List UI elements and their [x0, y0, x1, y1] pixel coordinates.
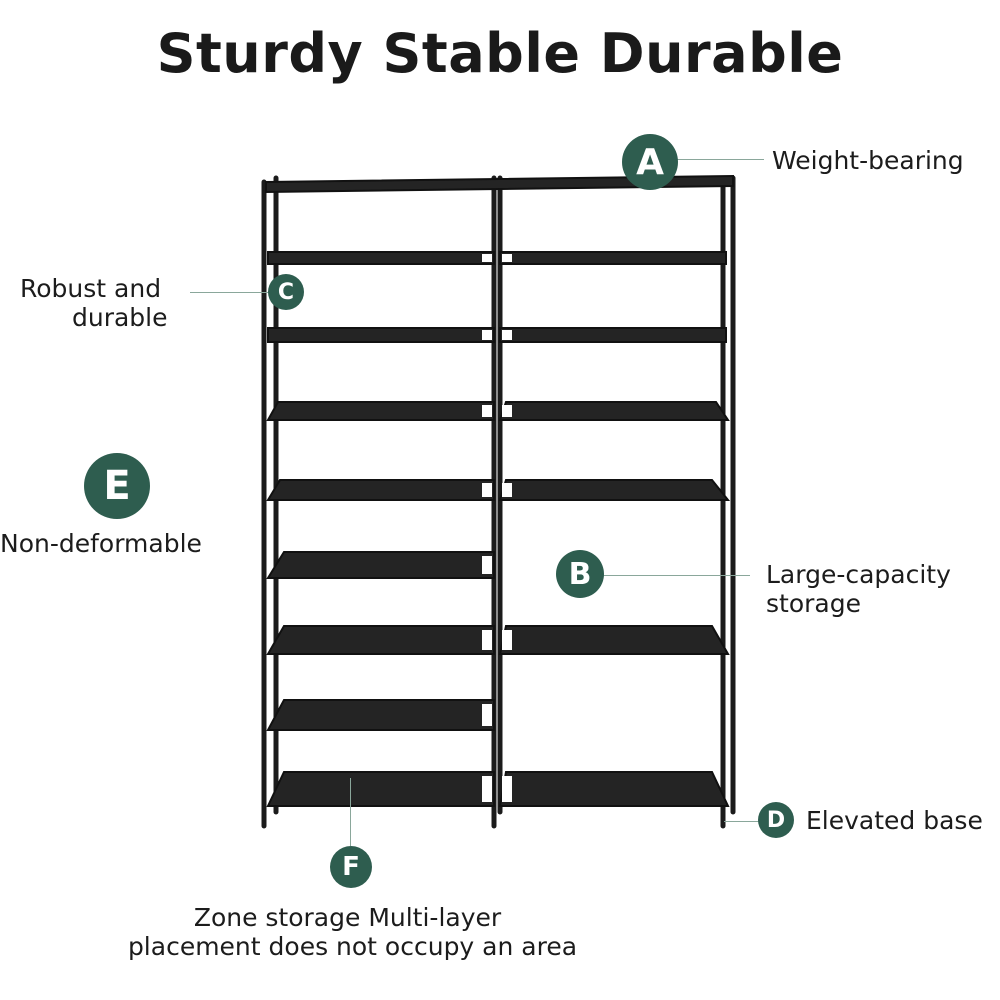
- label-elevated-base: Elevated base: [806, 806, 983, 835]
- label-robust-line2: durable: [72, 303, 168, 332]
- label-large-capacity-line1: Large-capacity: [766, 560, 951, 589]
- rack-shelves: [265, 174, 734, 807]
- label-weight-bearing: Weight-bearing: [772, 146, 964, 175]
- leader-line-d: [724, 821, 764, 822]
- badge-b: B: [556, 550, 604, 598]
- badge-c: C: [268, 274, 304, 310]
- label-non-deformable: Non-deformable: [0, 529, 202, 558]
- leader-line-f: [350, 778, 351, 846]
- label-large-capacity-line2: storage: [766, 589, 861, 618]
- leader-line-a: [672, 159, 764, 160]
- label-zone-storage-line1: Zone storage Multi-layer: [193, 903, 502, 932]
- badge-d: D: [758, 802, 794, 838]
- leader-line-b: [600, 575, 750, 576]
- label-robust-line1: Robust and: [20, 274, 162, 303]
- rack-corner-connectors: [482, 254, 512, 802]
- badge-f: F: [330, 846, 372, 888]
- leader-line-c: [190, 292, 270, 293]
- badge-a: A: [622, 134, 678, 190]
- label-zone-storage-line2: placement does not occupy an area: [127, 932, 578, 961]
- badge-e: E: [84, 453, 150, 519]
- page-title: Sturdy Stable Durable: [156, 22, 844, 85]
